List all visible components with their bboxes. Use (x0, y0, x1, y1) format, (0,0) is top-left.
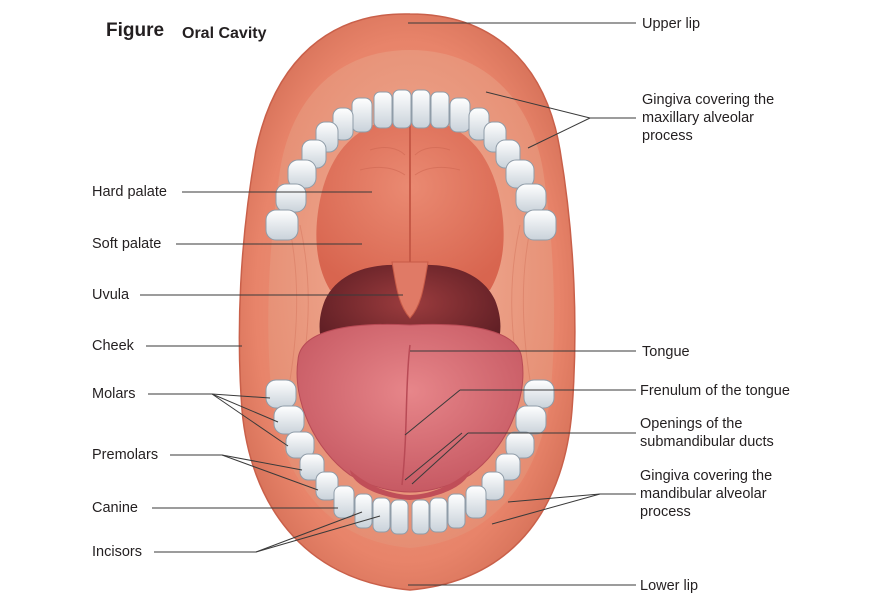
label-uvula: Uvula (92, 287, 130, 303)
label-hard-palate: Hard palate (92, 184, 167, 200)
label-canine: Canine (92, 500, 138, 516)
label-premolars: Premolars (92, 447, 159, 463)
label-upper-lip: Upper lip (642, 16, 701, 32)
label-soft-palate: Soft palate (92, 236, 162, 252)
label-tongue: Tongue (642, 344, 690, 360)
figure-word: Figure (106, 20, 165, 41)
palatal-rugae (359, 147, 461, 176)
tongue-shape (296, 323, 524, 493)
label-gingiva-mandibular: Gingiva covering the mandibular alveolar… (640, 468, 773, 520)
label-incisors: Incisors (92, 544, 142, 560)
label-gingiva-maxillary: Gingiva covering the maxillary alveolar … (642, 92, 775, 144)
uvula-shape (391, 261, 429, 319)
label-submandibular-ducts: Openings of the submandibular ducts (640, 416, 774, 450)
upper-teeth (265, 89, 557, 241)
lower-teeth (265, 379, 555, 535)
label-molars: Molars (92, 386, 136, 402)
figure-title: Oral Cavity (182, 25, 267, 42)
tongue-median-sulcus (401, 344, 411, 486)
leader-lines (140, 22, 636, 586)
label-frenulum: Frenulum of the tongue (640, 383, 790, 399)
label-cheek: Cheek (92, 338, 134, 354)
label-lower-lip: Lower lip (640, 578, 699, 594)
mouth-floor (350, 470, 470, 500)
